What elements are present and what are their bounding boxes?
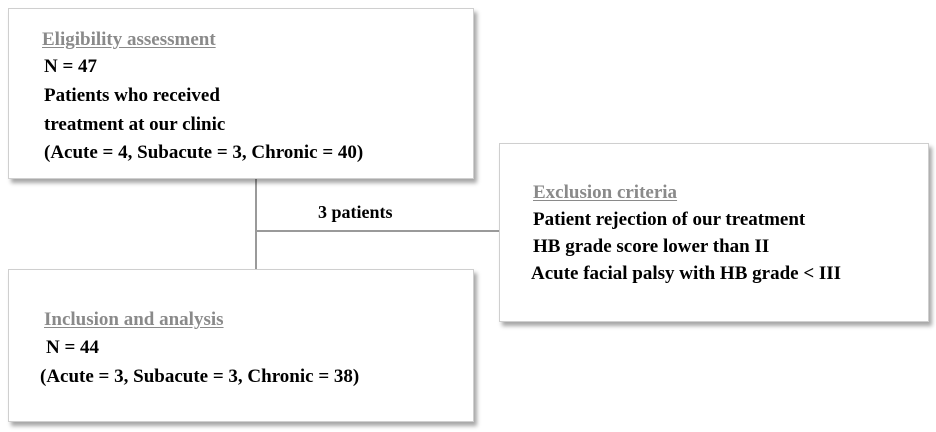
eligibility-line-2: Patients who received [44, 85, 220, 106]
horizontal-connector-line [255, 230, 500, 232]
exclusion-line-2: HB grade score lower than II [533, 236, 770, 257]
inclusion-line-1: N = 44 [46, 337, 100, 358]
exclusion-title: Exclusion criteria [533, 182, 678, 203]
inclusion-title: Inclusion and analysis [44, 309, 224, 330]
vertical-connector-line [255, 178, 257, 270]
eligibility-line-3: treatment at our clinic [44, 114, 226, 135]
eligibility-box: Eligibility assessment N = 47 Patients w… [8, 8, 474, 179]
inclusion-box: Inclusion and analysis N = 44 (Acute = 3… [8, 269, 474, 422]
eligibility-title: Eligibility assessment [42, 29, 216, 50]
exclusion-line-1: Patient rejection of our treatment [533, 209, 806, 230]
eligibility-line-4: (Acute = 4, Subacute = 3, Chronic = 40) [44, 142, 364, 163]
exclusion-line-3: Acute facial palsy with HB grade < III [531, 263, 842, 284]
excluded-count-label: 3 patients [318, 202, 393, 222]
eligibility-line-1: N = 47 [44, 56, 98, 77]
inclusion-line-2: (Acute = 3, Subacute = 3, Chronic = 38) [40, 366, 360, 387]
exclusion-box: Exclusion criteria Patient rejection of … [499, 143, 929, 322]
